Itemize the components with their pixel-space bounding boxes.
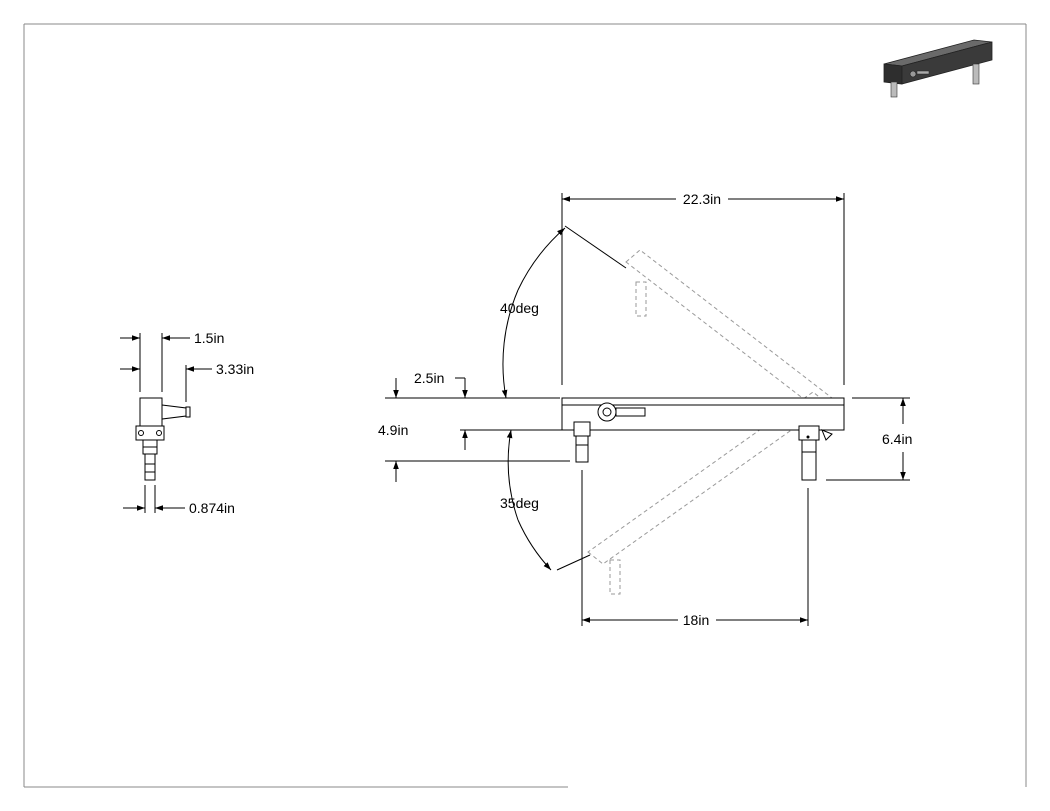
side-view <box>120 333 212 513</box>
dimension-top-rotation <box>501 227 566 399</box>
label-top-offset: 2.5in <box>414 370 444 386</box>
dimension-base-length <box>581 470 809 626</box>
label-total-height: 6.4in <box>882 431 912 447</box>
isometric-thumbnail <box>883 39 993 98</box>
label-leg-diameter: 0.874in <box>189 500 235 516</box>
ghost-top-position <box>564 225 833 411</box>
dimension-vertical-left <box>385 377 570 482</box>
label-side-width: 1.5in <box>194 330 224 346</box>
sheet-border <box>23 23 1027 788</box>
dimension-total-height <box>826 397 910 481</box>
label-bottom-rotation: 35deg <box>500 495 539 511</box>
front-view <box>561 397 845 481</box>
dimension-bottom-rotation <box>506 429 552 571</box>
label-overall-length: 22.3in <box>683 191 721 207</box>
label-side-depth: 3.33in <box>216 361 254 377</box>
label-top-rotation: 40deg <box>500 300 539 316</box>
label-mid-height: 4.9in <box>378 422 408 438</box>
dimension-overall-length <box>561 193 845 385</box>
label-base-length: 18in <box>683 612 709 628</box>
